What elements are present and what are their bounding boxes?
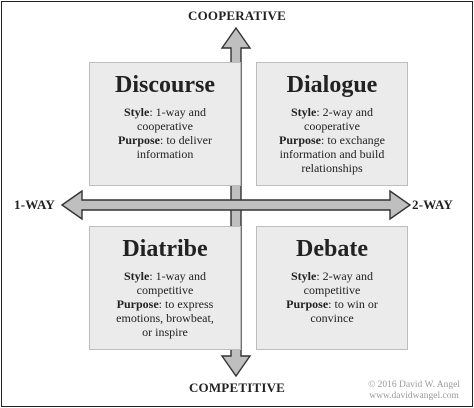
copyright-notice: © 2016 David W. Angel www.davidwangel.co… [368,380,460,402]
purpose-label: Purpose [279,133,321,147]
axis-label-1-way: 1-WAY [14,197,55,212]
purpose-text-cont: convince [310,311,354,325]
purpose-text: : to exchange [321,133,385,147]
purpose-label: Purpose [116,297,159,311]
purpose-label: Purpose [286,297,329,311]
purpose-label: Purpose [118,133,160,147]
quadrant-title: Debate [296,236,368,262]
style-text: : 1-way and [149,105,206,119]
quadrant-title: Dialogue [286,72,378,98]
axis-label-competitive: COMPETITIVE [188,380,286,395]
website-line: www.davidwangel.com [369,391,459,401]
quadrant-title: Discourse [115,72,215,98]
purpose-text: : to win or [328,297,378,311]
style-label: Style [291,105,317,119]
quadrant-title: Diatribe [122,236,208,262]
horizontal-arrow [60,189,412,221]
style-text-cont: competitive [136,283,194,297]
style-label: Style [124,105,150,119]
style-text-cont: cooperative [137,119,193,133]
axis-label-2-way: 2-WAY [412,197,453,212]
purpose-text: : to deliver [160,133,212,147]
purpose-text: : to express [158,297,214,311]
quadrant-body: Style: 1-way and competitive Purpose: to… [90,269,240,339]
quadrant-body: Style: 2-way and competitive Purpose: to… [257,269,407,325]
quadrant-discourse: Discourse Style: 1-way and cooperative P… [89,62,241,186]
quadrant-body: Style: 1-way and cooperative Purpose: to… [90,105,240,161]
style-label: Style [291,269,317,283]
purpose-text-cont: information [136,147,194,161]
quadrant-diatribe: Diatribe Style: 1-way and competitive Pu… [89,226,241,350]
purpose-text-cont: or inspire [142,325,188,339]
style-text-cont: cooperative [304,119,360,133]
axis-label-cooperative: COOPERATIVE [187,8,287,23]
style-text-cont: competitive [303,283,361,297]
quadrant-dialogue: Dialogue Style: 2-way and cooperative Pu… [256,62,408,186]
copyright-line: © 2016 David W. Angel [368,380,460,390]
purpose-text-cont: information and build [279,147,385,161]
style-text: : 2-way and [316,269,373,283]
style-text: : 2-way and [316,105,373,119]
quadrant-body: Style: 2-way and cooperative Purpose: to… [257,105,407,175]
style-label: Style [124,269,150,283]
quadrant-debate: Debate Style: 2-way and competitive Purp… [256,226,408,350]
style-text: : 1-way and [149,269,206,283]
purpose-text-cont: emotions, browbeat, [116,311,214,325]
purpose-text-cont: relationships [301,161,363,175]
